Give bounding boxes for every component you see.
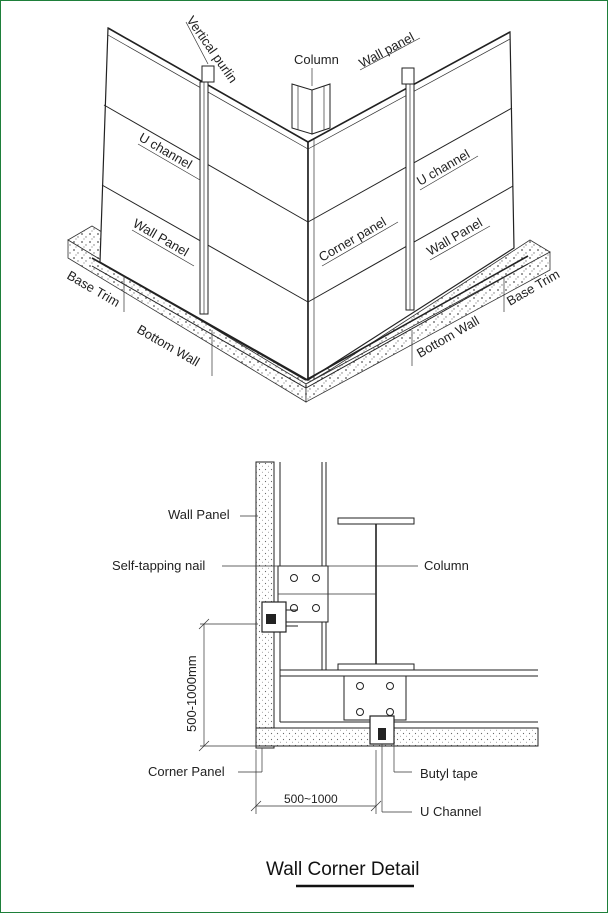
base-trim-right [305,255,529,381]
label-wall-panel: Wall Panel [168,507,230,522]
label-self-tapping-nail: Self-tapping nail [112,558,205,573]
label-butyl-tape: Butyl tape [420,766,478,781]
column-corner [291,83,331,135]
vertical-purlin-left [199,65,215,315]
diagram-title: Wall Corner Detail [266,859,419,880]
bolt-plate-lower [343,675,407,721]
label-corner-panel-detail: Corner Panel [148,764,225,779]
isometric-view [67,26,551,403]
base-slab-right-front [305,251,551,403]
u-channel-side [261,601,298,633]
corner-panel-section [255,727,539,747]
label-u-channel-detail: U Channel [420,804,482,819]
label-dimension-horizontal: 500~1000 [284,792,338,806]
bolt-plate-upper [277,565,376,623]
label-wall-panel-top: Wall panel [356,29,416,71]
vertical-purlin-right [401,67,415,311]
dimension-horizontal [250,750,382,814]
dimension-vertical [198,618,258,752]
label-column-top: Column [294,52,339,67]
label-dimension-vertical: 500-1000mm [184,655,199,732]
section-detail [198,461,539,814]
label-column-detail: Column [424,558,469,573]
base-trim-left [91,257,307,381]
u-channel-base [369,715,395,745]
detail-labels: Wall Panel Self-tapping nail Column 500-… [112,507,482,819]
